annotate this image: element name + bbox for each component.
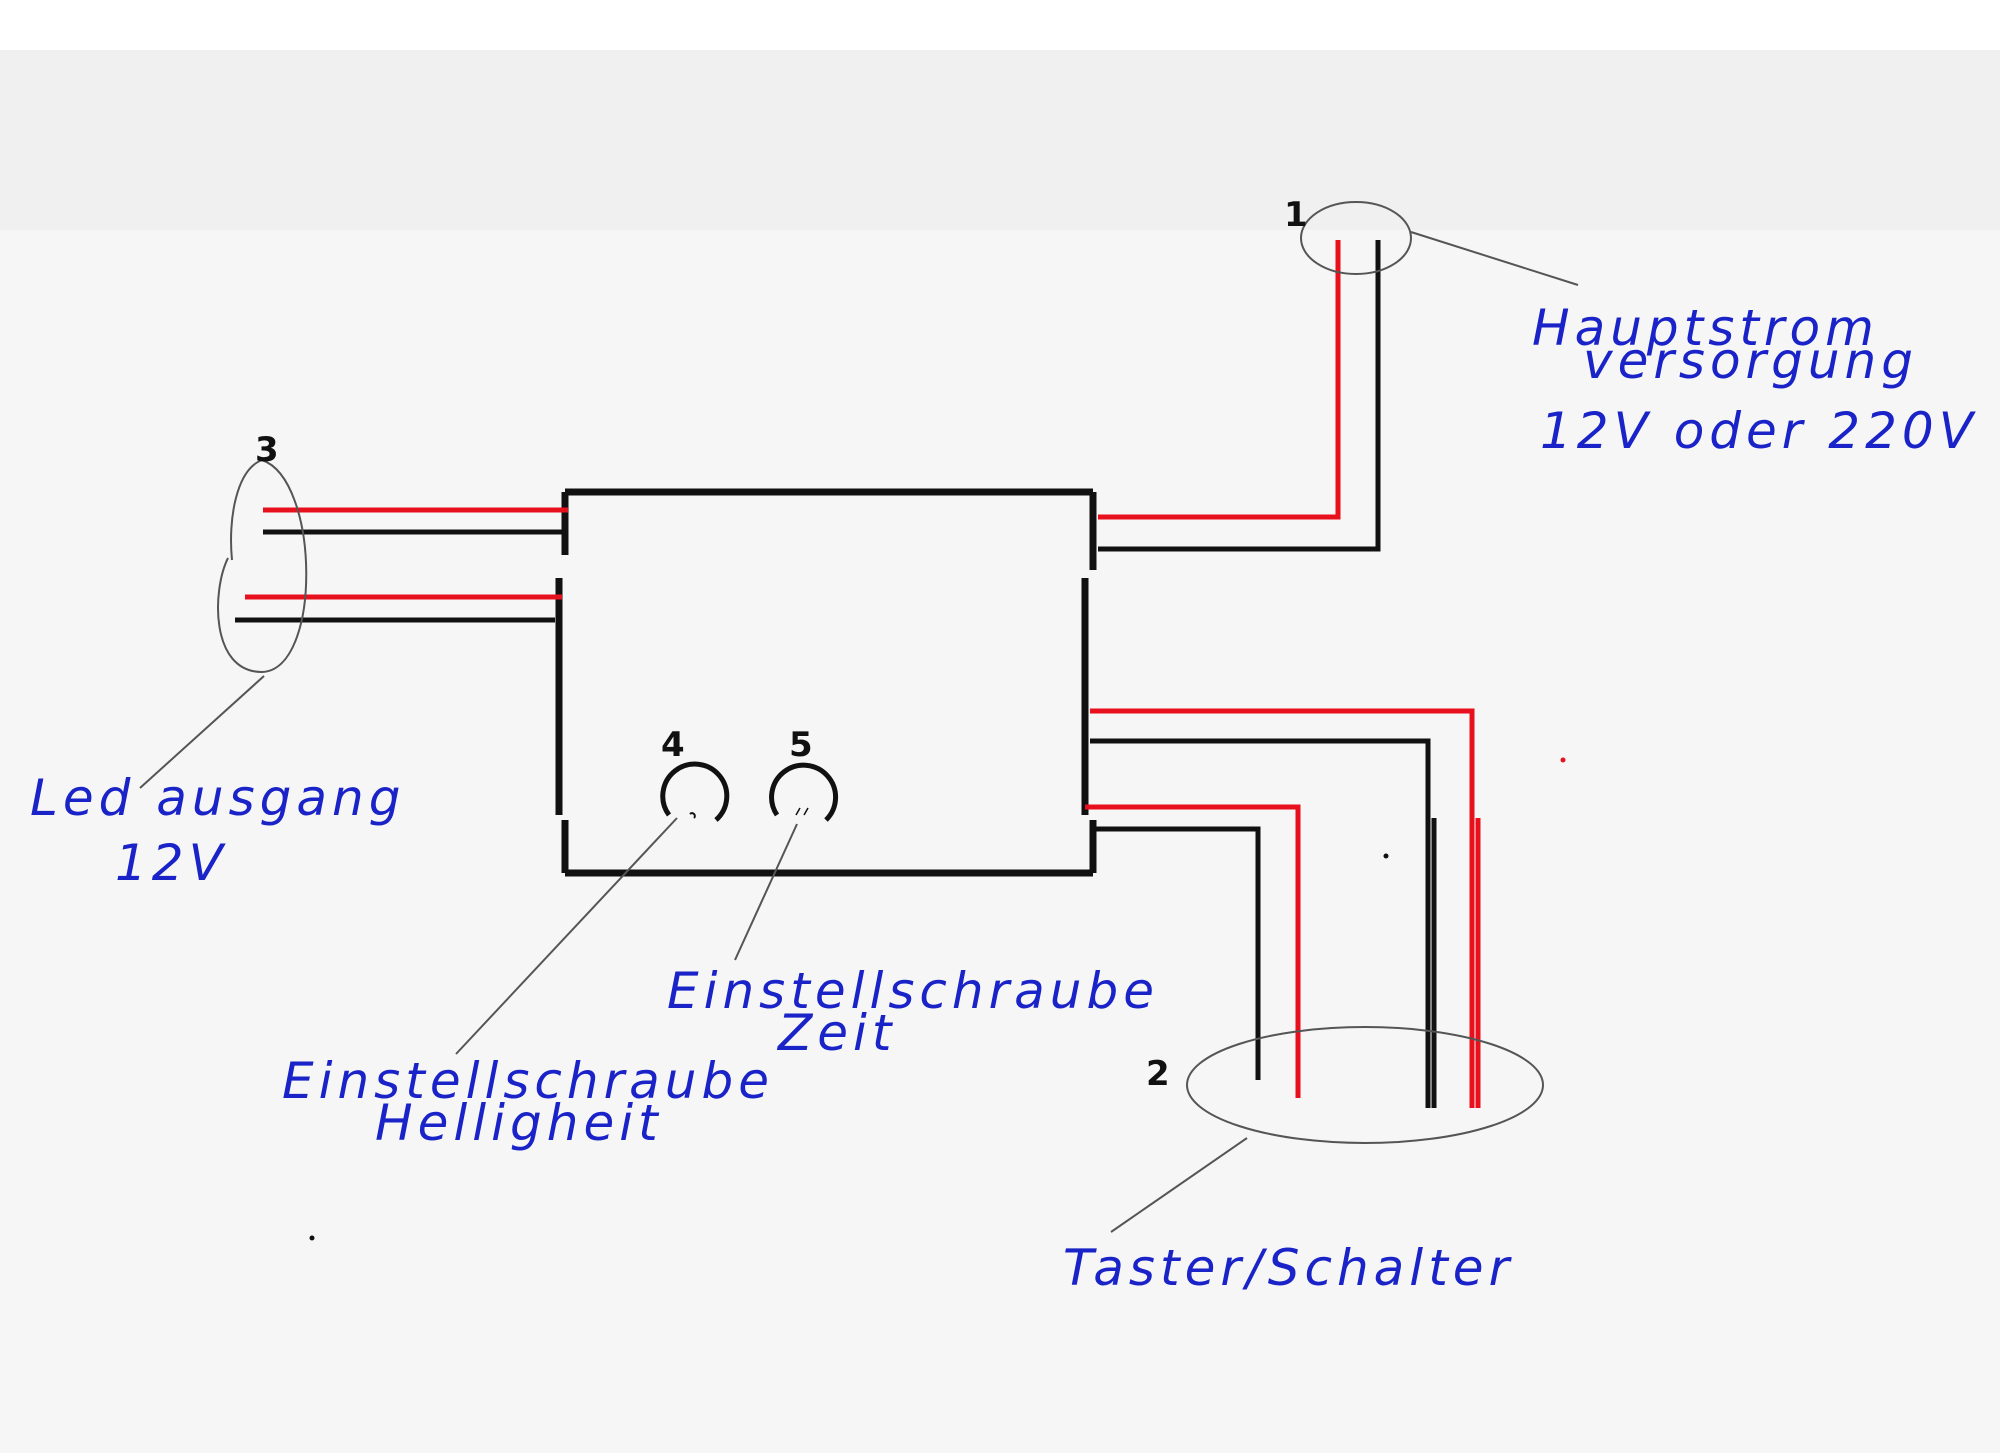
marker-3: 3 [255, 430, 279, 470]
marker-1: 1 [1284, 195, 1308, 235]
led-output-leader-line [139, 675, 265, 789]
main-power-connector-ring [1300, 201, 1412, 275]
marker-5: 5 [789, 725, 813, 765]
marker-2: 2 [1146, 1054, 1170, 1094]
led-output-label-line1: Led ausgang [30, 769, 405, 827]
switch-leader-line [1110, 1137, 1248, 1233]
time-screw-label-line1: Einstellschraube [667, 962, 1159, 1020]
switch-connector-ring [1186, 1026, 1544, 1144]
time-screw-label-line2: Zeit [776, 1004, 897, 1062]
stray-dot [309, 1235, 315, 1241]
scan-band [0, 50, 2000, 230]
brightness-leader-line [455, 817, 678, 1055]
main-power-leader-line [1410, 231, 1579, 286]
stray-dot [1383, 853, 1389, 859]
switch-label: Taster/Schalter [1063, 1239, 1514, 1297]
led-output-wires [235, 507, 568, 623]
switch-wires [1085, 708, 1481, 1108]
time-leader-line [734, 823, 798, 961]
stray-dot [1560, 757, 1566, 763]
scan-top [0, 0, 2000, 50]
main-power-label-line3: 12V oder 220V [1540, 402, 1978, 460]
led-output-connector-ring [217, 459, 308, 674]
main-power-wires [1098, 240, 1381, 552]
main-power-label-line2: versorgung [1583, 332, 1918, 390]
brightness-screw-label-line1: Einstellschraube [282, 1052, 774, 1110]
controller-box [555, 488, 1097, 877]
marker-4: 4 [661, 725, 685, 765]
main-power-label-line1: Hauptstrom [1532, 299, 1879, 357]
brightness-screw-label-line2: Helligheit [375, 1094, 663, 1152]
time-screw [769, 762, 839, 822]
led-output-label-line2: 12V [115, 834, 228, 892]
brightness-screw [660, 761, 730, 822]
